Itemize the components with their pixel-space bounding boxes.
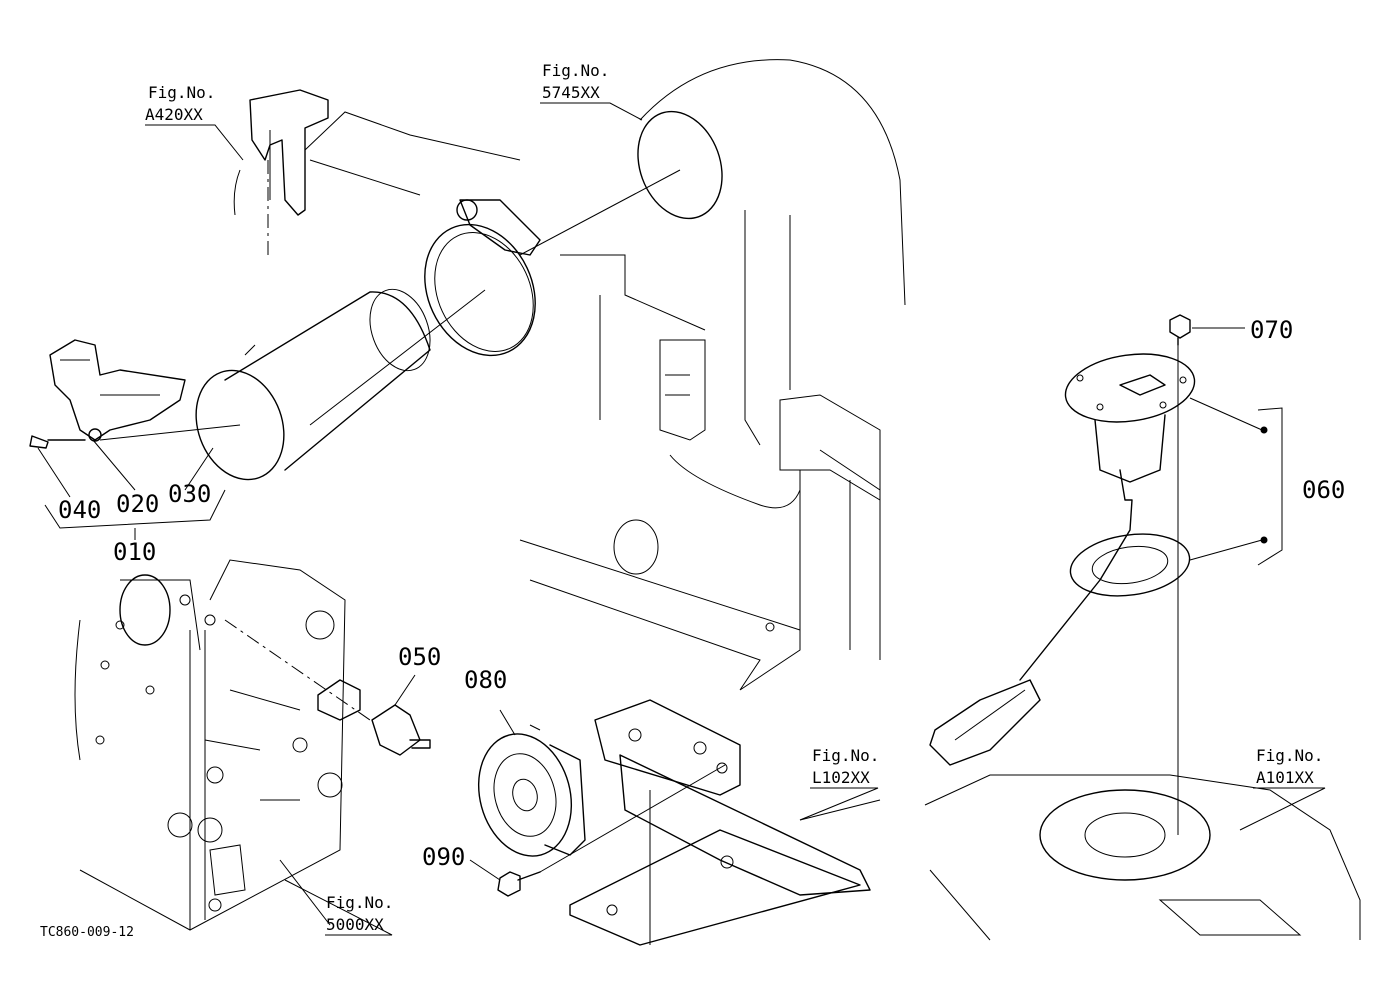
part-label-090: 090 [422,843,465,871]
part-label-070: 070 [1250,316,1293,344]
part-label-030: 030 [168,480,211,508]
hose-clamp [424,199,541,357]
fig-l102-line1: Fig.No. [812,746,879,765]
sensor-020 [49,339,186,442]
fig-a420-line1: Fig.No. [148,83,215,102]
fuel-sender-060 [929,353,1196,766]
bolt-070 [1169,314,1245,346]
horn-080 [477,709,586,857]
fuel-tank-a101 [924,345,1361,941]
bolt-040 [29,435,86,449]
drawing-code: TC860-009-12 [40,925,134,940]
engine-block-5000 [74,559,346,931]
leaders-left [37,439,226,540]
fig-a101-line1: Fig.No. [1256,746,1323,765]
part-label-060: 060 [1302,476,1345,504]
bracket-a420 [233,89,329,260]
bracket-l102 [569,699,881,946]
part-label-080: 080 [464,666,507,694]
fig-l102-line2: L102XX [812,768,870,787]
fig-5000-line2: 5000XX [326,915,384,934]
fig-a420-line2: A420XX [145,105,203,124]
bolt-090 [469,764,726,897]
fig-5745-line1: Fig.No. [542,61,609,80]
group-bracket-060 [1189,397,1283,566]
oil-pressure-switch [224,619,431,756]
fig-5000-line1: Fig.No. [326,893,393,912]
fig-a101-line2: A101XX [1256,768,1314,787]
fig-leaders [145,102,1326,936]
air-cleaner-element [99,288,486,481]
fig-5745-line2: 5745XX [542,83,600,102]
part-label-010: 010 [113,538,156,566]
engine-housing [304,59,906,691]
part-label-040: 040 [58,496,101,524]
hose-5745 [519,110,723,256]
part-label-020: 020 [116,490,159,518]
part-label-050: 050 [398,643,441,671]
